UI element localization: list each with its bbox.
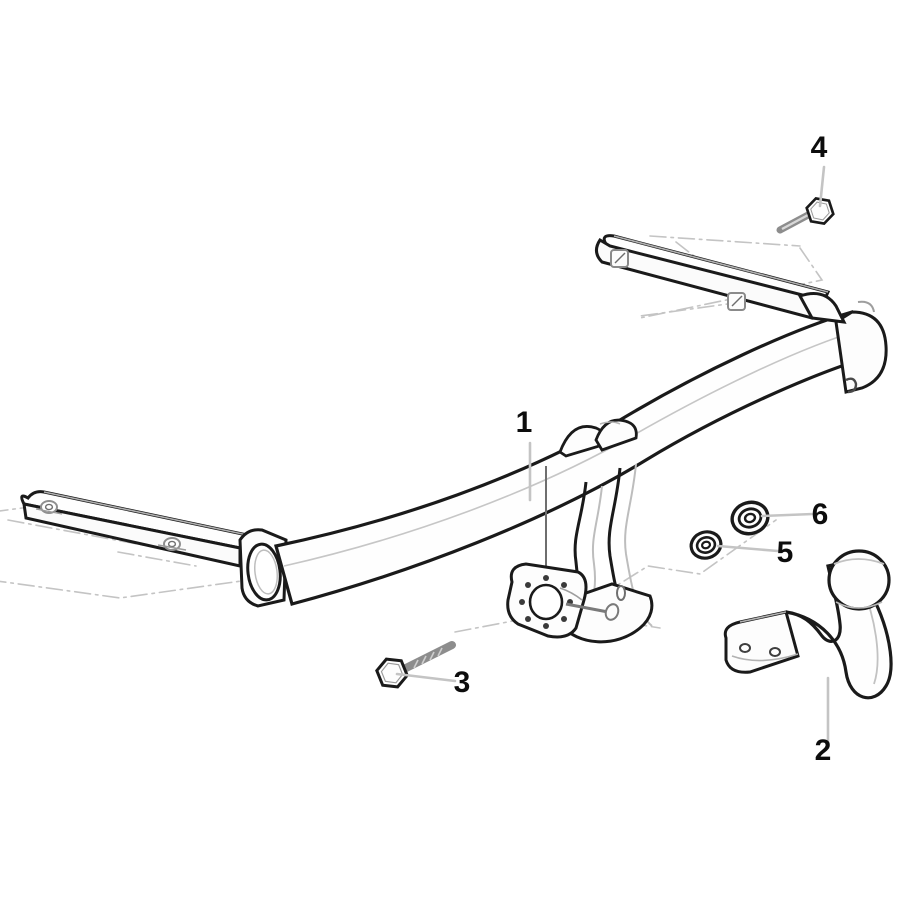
bolt3-hex-head (372, 652, 412, 694)
centerline-right-a (649, 235, 801, 247)
right-mount-arm-highlight (613, 235, 829, 293)
towball-neck-collar (835, 601, 883, 609)
callout-label-1: 1 (516, 406, 533, 439)
callout-leader-lines (395, 165, 830, 750)
hex-bolt-lower (372, 641, 456, 694)
bolt3-threads (413, 647, 443, 669)
washer5-bore (700, 540, 712, 550)
flange-bolt-circle (519, 575, 573, 629)
right-end-tab (845, 377, 858, 394)
centerline-left-d (117, 551, 197, 567)
leader-5 (716, 544, 780, 553)
towball-flange (723, 610, 800, 674)
flange-stud (565, 602, 609, 614)
flange-shade-arc (559, 587, 583, 601)
washer6-bore (743, 512, 757, 524)
right-arm-bolt-holes (610, 249, 746, 311)
callout-label-3: 3 (454, 666, 471, 699)
callout-label-4: 4 (811, 131, 828, 164)
main-cross-tube-beam (20, 234, 888, 608)
leader-6 (760, 512, 815, 518)
centerline-right-c (639, 247, 824, 319)
towball-flange-shade (731, 653, 799, 662)
towball-flange-holes (739, 643, 781, 657)
flange-center-bore (528, 583, 564, 621)
left-arm-bolt-holes (35, 500, 187, 551)
right-arm-beam-junction (797, 292, 847, 324)
left-mount-arm-highlight (43, 491, 253, 537)
washer-large (730, 500, 770, 536)
bracket-leg-hole (616, 585, 626, 601)
leader-4 (818, 165, 826, 208)
centerline-right-d (639, 301, 743, 317)
towball-flange-highlight (739, 611, 787, 623)
bolt4-thread-highlight (781, 213, 809, 231)
callout-label-5: 5 (777, 536, 794, 569)
center-mounting-bracket (506, 463, 654, 644)
washer-small (689, 530, 723, 560)
right-tube-end-cap (834, 310, 888, 394)
callout-label-2: 2 (815, 734, 832, 767)
hex-bolt-upper (776, 193, 837, 234)
centerline-right-b (675, 241, 749, 299)
flange-stud-nut (604, 603, 620, 621)
callout-numbers: 1 2 3 4 5 6 (454, 131, 832, 767)
right-end-seam (857, 300, 875, 313)
callout-label-6: 6 (812, 498, 829, 531)
towball-sphere (827, 549, 891, 611)
leader-3 (395, 672, 457, 683)
centerline-left-b (0, 555, 421, 599)
phantom-centerlines (0, 235, 824, 633)
towball-sphere-highlight (833, 558, 885, 565)
left-tube-bore (254, 549, 278, 595)
bolt3-shank (398, 641, 456, 674)
beam-top-lugs (558, 418, 638, 458)
tow-ball-hitch-arm (723, 549, 893, 700)
